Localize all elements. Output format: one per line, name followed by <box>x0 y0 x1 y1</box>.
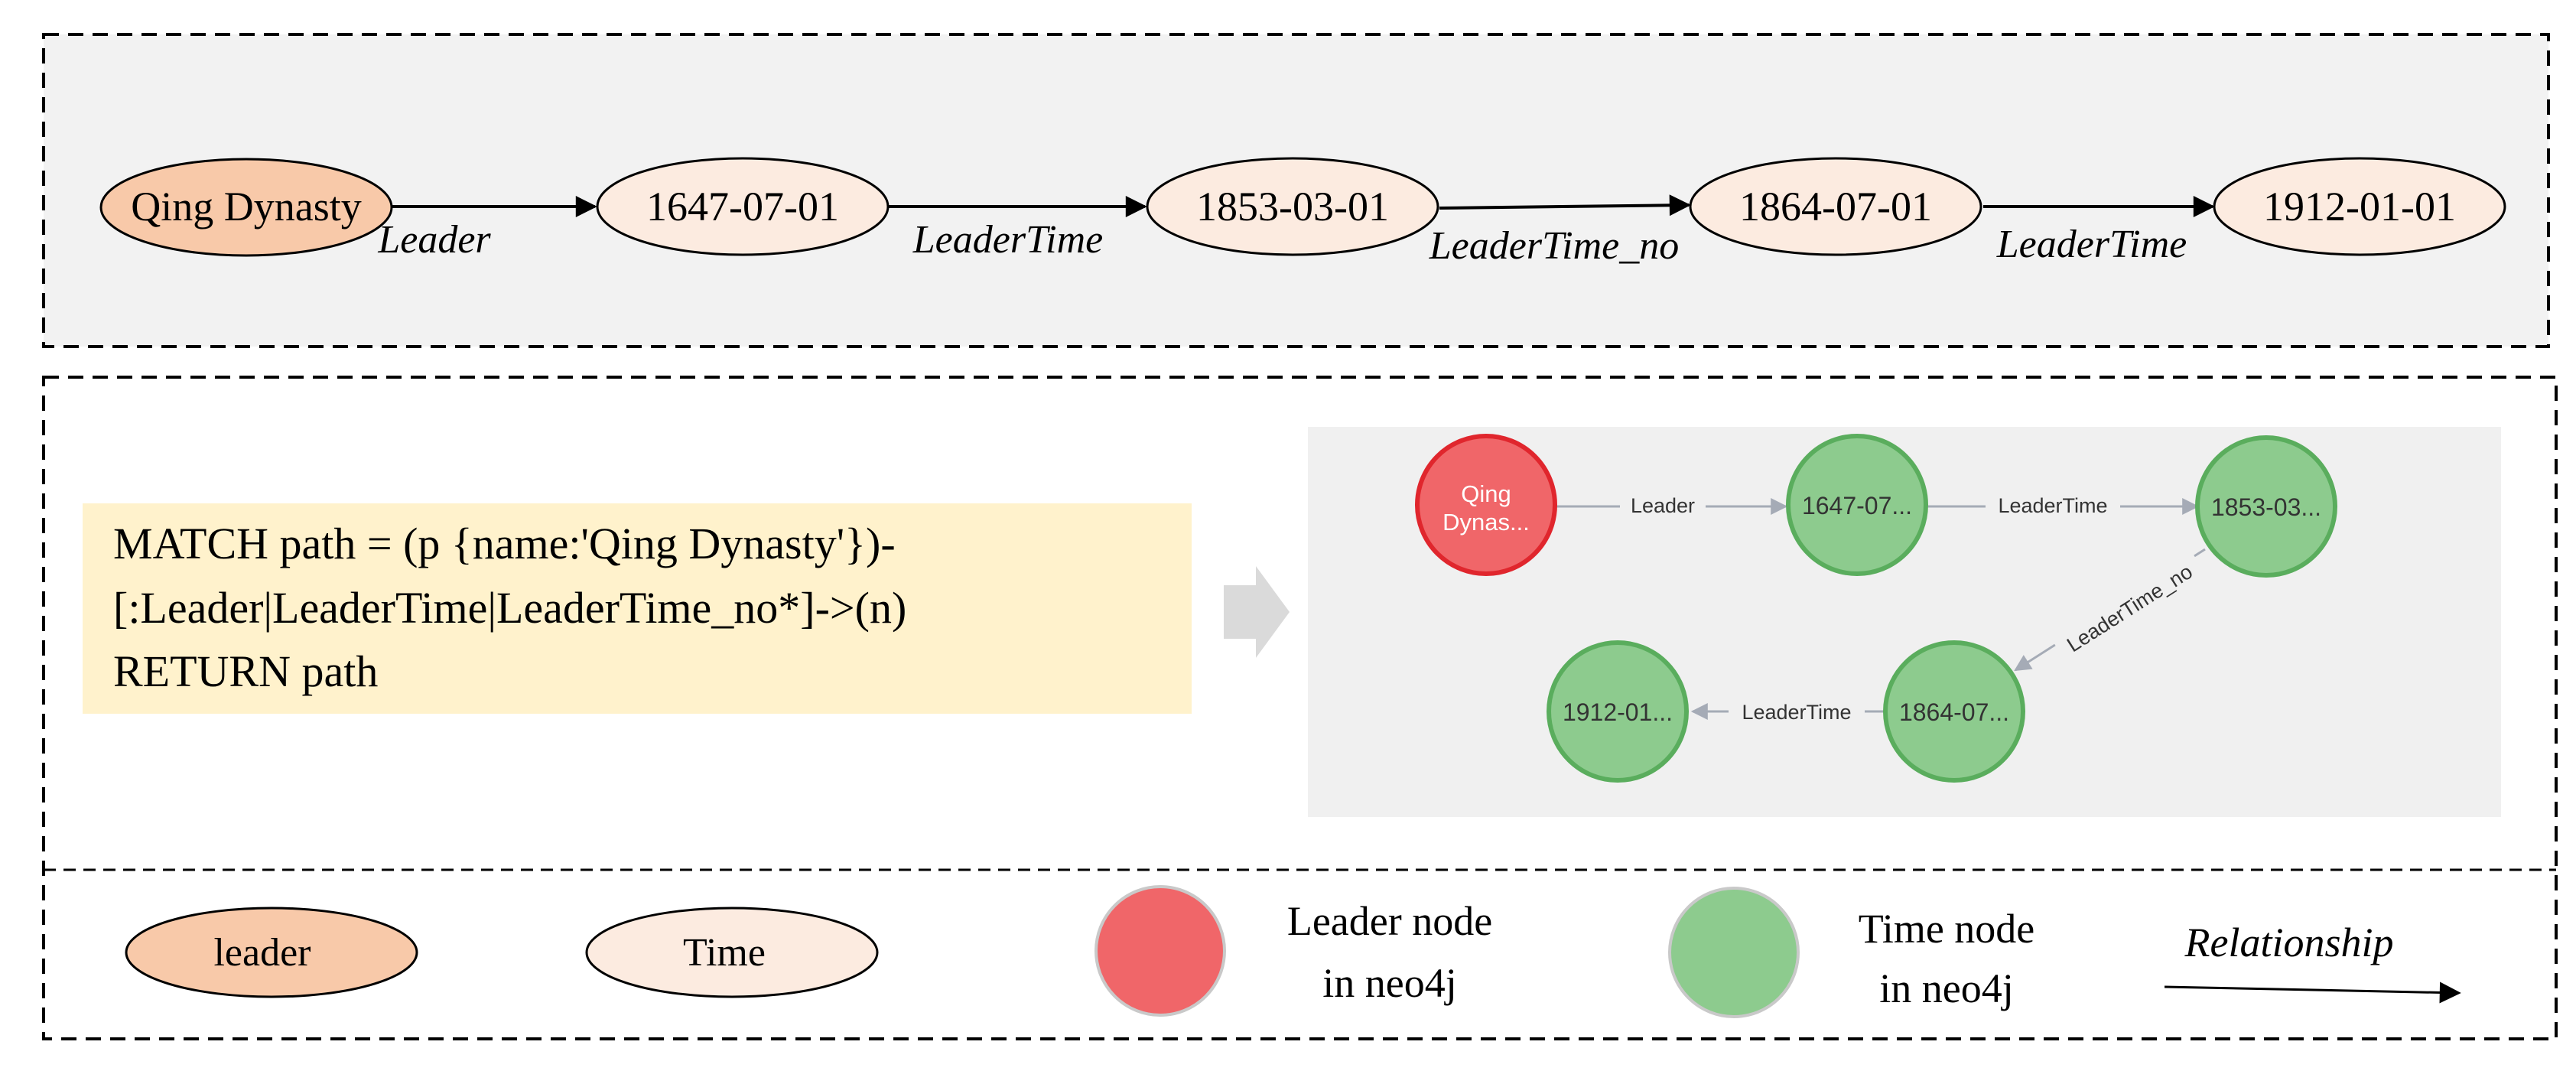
cypher-query-line-1: MATCH path = (p {name:'Qing Dynasty'})- <box>113 519 896 568</box>
legend-relationship-label: Relationship <box>2184 920 2394 965</box>
neo4j-node-circle <box>1786 434 1928 576</box>
chain-node-shape <box>1689 157 1982 256</box>
neo4j-edge-label-2: LeaderTime <box>1998 494 2107 517</box>
neo4j-node-circle <box>2195 435 2337 578</box>
neo4j-node-label: 1647-07... <box>1802 492 1912 519</box>
legend-time-node-line-2: in neo4j <box>1879 965 2013 1011</box>
chain-node-shape <box>596 157 890 256</box>
chain-node-label: 1647-07-01 <box>646 184 839 230</box>
chain-node-shape <box>1146 157 1439 256</box>
chain-node-label: 1853-03-01 <box>1196 184 1389 230</box>
chain-node-qing-dynasty: Qing Dynasty <box>99 158 393 257</box>
legend-time-node-circle <box>1668 887 1800 1018</box>
chain-node-1864: 1864-07-01 <box>1689 157 1982 256</box>
top-panel: Leader LeaderTime LeaderTime_no LeaderTi… <box>42 33 2550 348</box>
chain-node-label: Qing Dynasty <box>131 184 361 230</box>
neo4j-node-label: 1853-03... <box>2211 493 2321 521</box>
chain-edge-label-1: Leader <box>377 218 491 262</box>
legend-time: Time <box>585 907 879 998</box>
neo4j-edge-label-bg <box>1986 490 2120 520</box>
legend-leader-node-line-2: in neo4j <box>1322 960 1456 1006</box>
neo4j-edge-label-bg <box>1620 490 1706 520</box>
legend-leader: leader <box>125 907 418 998</box>
legend-leader-label: leader <box>213 931 311 975</box>
cypher-query-line-3: RETURN path <box>113 646 378 696</box>
chain-edge-label-3: LeaderTime_no <box>1429 224 1679 268</box>
chain-node-shape <box>99 158 393 257</box>
neo4j-edge-label-1: Leader <box>1631 494 1695 517</box>
neo4j-edge-label-4: LeaderTime <box>1742 701 1851 724</box>
neo4j-node-circle <box>1547 640 1689 783</box>
legend-leader-node-line-1: Leader node <box>1287 898 1492 944</box>
neo4j-node-1647[interactable]: 1647-07... <box>1786 434 1928 576</box>
chain-node-1853: 1853-03-01 <box>1146 157 1439 256</box>
neo4j-node-label-line-1: Qing <box>1461 480 1511 507</box>
chain-edge-label-4: LeaderTime <box>1996 223 2187 266</box>
legend: leader Time Leader node in neo4j Time no… <box>125 885 2461 1018</box>
legend-time-node-line-1: Time node <box>1859 906 2035 952</box>
neo4j-node-1853[interactable]: 1853-03... <box>2195 435 2337 578</box>
legend-leader-node-circle <box>1094 885 1226 1017</box>
neo4j-node-label: 1864-07... <box>1899 698 2009 726</box>
chain-edge-label-2: LeaderTime <box>912 218 1103 262</box>
chain-node-shape <box>2213 157 2506 256</box>
neo4j-node-1912[interactable]: 1912-01... <box>1547 640 1689 783</box>
cypher-query-background <box>83 503 1192 714</box>
neo4j-node-qing-dynasty[interactable]: Qing Dynas... <box>1415 434 1557 576</box>
legend-relationship-arrow <box>2164 981 2461 1004</box>
neo4j-node-circle <box>1883 640 2025 783</box>
legend-time-node: Time node in neo4j <box>1668 887 2035 1018</box>
cypher-query-box: MATCH path = (p {name:'Qing Dynasty'})- … <box>83 503 1192 714</box>
cypher-query-line-2: [:Leader|LeaderTime|LeaderTime_no*]->(n) <box>113 583 906 633</box>
legend-time-ellipse <box>585 907 879 998</box>
chain-node-1912: 1912-01-01 <box>2213 157 2506 256</box>
neo4j-graph-panel: Leader LeaderTime LeaderTime_no LeaderTi… <box>1308 427 2501 817</box>
legend-relationship: Relationship <box>2164 920 2461 1004</box>
neo4j-edge-label-bg <box>1729 696 1865 727</box>
legend-leader-ellipse <box>125 907 418 998</box>
legend-time-label: Time <box>683 931 766 975</box>
chain-node-label: 1864-07-01 <box>1739 184 1932 230</box>
chain-edge-3 <box>1439 194 1691 216</box>
neo4j-node-1864[interactable]: 1864-07... <box>1883 640 2025 783</box>
neo4j-node-label: 1912-01... <box>1563 698 1673 726</box>
bottom-panel: MATCH path = (p {name:'Qing Dynasty'})- … <box>42 376 2558 1040</box>
legend-leader-node: Leader node in neo4j <box>1094 885 1492 1017</box>
chain-node-1647: 1647-07-01 <box>596 157 890 256</box>
neo4j-node-circle <box>1415 434 1557 576</box>
neo4j-node-label-line-2: Dynas... <box>1442 509 1530 536</box>
block-arrow-icon <box>1224 566 1290 658</box>
neo4j-edge-label-bg <box>2051 550 2207 666</box>
chain-node-label: 1912-01-01 <box>2263 184 2456 230</box>
